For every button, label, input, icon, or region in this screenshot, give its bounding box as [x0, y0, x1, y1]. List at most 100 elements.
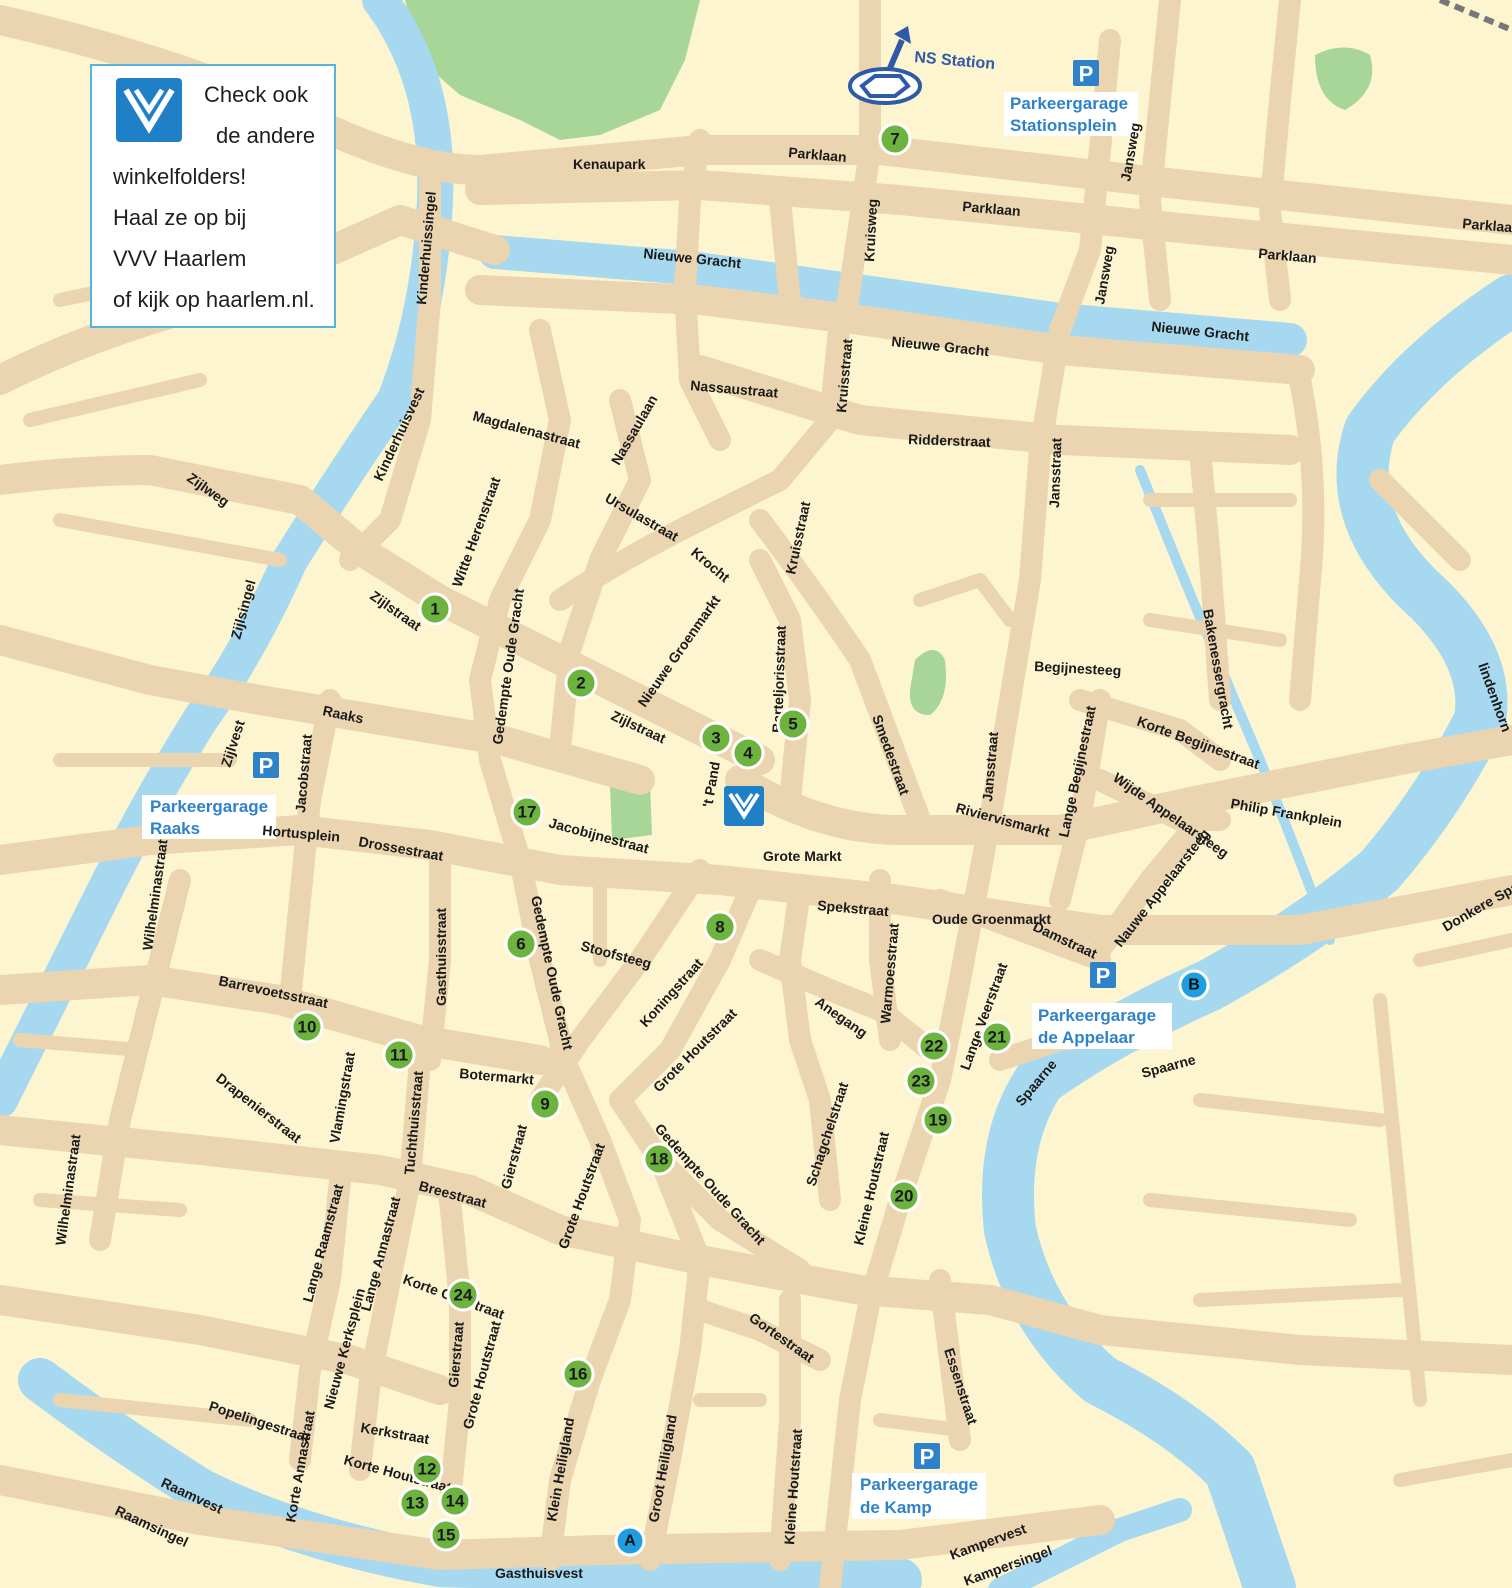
shop-marker-7[interactable]: 7 — [878, 122, 912, 156]
shop-marker-21[interactable]: 21 — [980, 1020, 1014, 1054]
svg-text:10: 10 — [298, 1018, 317, 1037]
park-center — [610, 782, 652, 840]
info-line: of kijk op haarlem.nl. — [113, 287, 315, 312]
park-begijnhof — [909, 650, 946, 715]
svg-text:20: 20 — [895, 1187, 914, 1206]
svg-text:Stationsplein: Stationsplein — [1010, 116, 1117, 135]
svg-text:24: 24 — [454, 1286, 473, 1305]
shop-marker-5[interactable]: 5 — [776, 707, 810, 741]
shop-marker-24[interactable]: 24 — [446, 1278, 480, 1312]
park-small-north — [1315, 47, 1373, 110]
ns-arrowhead-icon — [894, 26, 911, 44]
shop-marker-22[interactable]: 22 — [917, 1029, 951, 1063]
shop-marker-3[interactable]: 3 — [699, 721, 733, 755]
svg-text:A: A — [624, 1533, 636, 1550]
svg-text:11: 11 — [390, 1046, 408, 1065]
shop-marker-15[interactable]: 15 — [429, 1518, 463, 1552]
street-label: Parklaan — [788, 144, 848, 165]
svg-text:2: 2 — [576, 674, 585, 693]
parking-label-raaks: Parkeergarage Raaks — [142, 795, 276, 839]
svg-text:4: 4 — [743, 744, 753, 763]
shop-marker-4[interactable]: 4 — [731, 736, 765, 770]
street-label: Nassaustraat — [690, 377, 779, 401]
shop-marker-8[interactable]: 8 — [703, 910, 737, 944]
svg-text:22: 22 — [925, 1037, 944, 1056]
svg-text:1: 1 — [430, 600, 439, 619]
svg-text:Parkeergarage: Parkeergarage — [1010, 94, 1128, 113]
shop-marker-19[interactable]: 19 — [921, 1103, 955, 1137]
svg-text:8: 8 — [715, 918, 724, 937]
svg-text:13: 13 — [406, 1494, 425, 1513]
info-line: Haal ze op bij — [113, 205, 247, 230]
shop-marker-23[interactable]: 23 — [904, 1064, 938, 1098]
street-label: Parklaan — [1462, 215, 1512, 236]
shop-marker-17[interactable]: 17 — [510, 795, 544, 829]
street-label: Oude Groenmarkt — [932, 911, 1051, 927]
shop-marker-9[interactable]: 9 — [528, 1087, 562, 1121]
street-label: Kruisweg — [861, 198, 880, 262]
street-label: 't Pand — [699, 760, 723, 808]
info-line: VVV Haarlem — [113, 246, 247, 271]
shop-marker-2[interactable]: 2 — [564, 666, 598, 700]
ns-arrow-icon — [887, 38, 905, 70]
street-label: Begijnesteeg — [1034, 658, 1122, 679]
shop-marker-10[interactable]: 10 — [290, 1010, 324, 1044]
svg-text:Parkeergarage: Parkeergarage — [150, 797, 268, 816]
svg-text:12: 12 — [418, 1460, 437, 1479]
svg-text:de Kamp: de Kamp — [860, 1498, 932, 1517]
shop-marker-16[interactable]: 16 — [561, 1357, 595, 1391]
svg-text:de Appelaar: de Appelaar — [1038, 1028, 1135, 1047]
shop-marker-11[interactable]: 11 — [382, 1038, 416, 1072]
shop-marker-20[interactable]: 20 — [887, 1179, 921, 1213]
street-label: Grote Markt — [763, 848, 842, 864]
vvv-map-icon[interactable] — [724, 786, 764, 826]
parking-icon-raaks[interactable]: P — [253, 752, 279, 779]
parking-p-glyph: P — [1096, 964, 1111, 989]
svg-text:19: 19 — [929, 1111, 948, 1130]
parking-p-glyph: P — [920, 1445, 935, 1470]
water-zijlsingel — [988, 1498, 1192, 1588]
svg-text:5: 5 — [788, 715, 797, 734]
shop-marker-6[interactable]: 6 — [504, 927, 538, 961]
street-label: Jansstraat — [1046, 437, 1064, 508]
svg-text:9: 9 — [540, 1095, 549, 1114]
street-label: Gierstraat — [445, 1321, 467, 1389]
svg-text:16: 16 — [569, 1365, 588, 1384]
shop-marker-14[interactable]: 14 — [438, 1484, 472, 1518]
marker-b[interactable]: B — [1178, 969, 1210, 1001]
svg-text:Raaks: Raaks — [150, 819, 200, 838]
shop-marker-12[interactable]: 12 — [410, 1452, 444, 1486]
parking-icon-appelaar[interactable]: P — [1090, 962, 1116, 989]
water-bakenessergracht — [1135, 465, 1335, 945]
street-label: Spekstraat — [817, 897, 890, 919]
street-label: Parklaan — [1258, 245, 1318, 266]
parking-icon-kamp[interactable]: P — [914, 1443, 940, 1470]
shop-marker-13[interactable]: 13 — [398, 1486, 432, 1520]
marker-a[interactable]: A — [614, 1525, 646, 1557]
svg-text:17: 17 — [518, 803, 537, 822]
info-box: Check ook de andere winkelfolders! Haal … — [90, 64, 336, 328]
shop-marker-1[interactable]: 1 — [418, 592, 452, 626]
street-label: Gasthuisstraat — [433, 908, 449, 1006]
svg-text:21: 21 — [988, 1028, 1007, 1047]
street-label: Barteljorisstraat — [769, 625, 789, 733]
ns-station-label: NS Station — [914, 49, 996, 73]
vvv-logo-icon — [116, 78, 182, 142]
parks — [405, 0, 1373, 840]
svg-text:7: 7 — [890, 130, 899, 149]
street-label: Ridderstraat — [908, 431, 991, 450]
info-line: de andere — [216, 123, 316, 148]
street-label: Hortusplein — [262, 822, 341, 845]
shop-marker-18[interactable]: 18 — [642, 1142, 676, 1176]
railway — [1438, 0, 1512, 33]
ns-station[interactable]: NS Station — [848, 26, 996, 105]
svg-text:18: 18 — [650, 1150, 669, 1169]
parking-label-kamp: Parkeergarage de Kamp — [852, 1473, 986, 1519]
parking-p-glyph: P — [1079, 62, 1094, 87]
svg-text:3: 3 — [711, 729, 720, 748]
parking-icon-stationsplein[interactable]: P — [1073, 60, 1099, 87]
svg-text:6: 6 — [516, 935, 525, 954]
street-label: Jansstraat — [979, 731, 1001, 803]
